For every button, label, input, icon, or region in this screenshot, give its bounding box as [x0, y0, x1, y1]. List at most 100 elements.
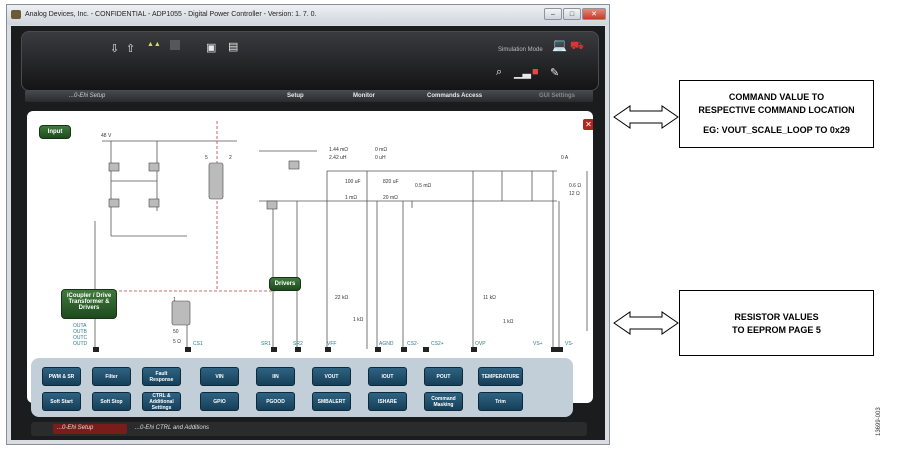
- connector-icon[interactable]: ⛟: [570, 40, 584, 52]
- callout-top-line3: EG: VOUT_SCALE_LOOP TO 0x29: [703, 125, 850, 135]
- cap1-label: 100 uF: [345, 179, 361, 185]
- icoupler-block[interactable]: iCoupler / Drive Transformer & Drivers: [61, 289, 117, 319]
- pin-outc: OUTC: [73, 335, 88, 341]
- document-icon[interactable]: ▣: [206, 42, 217, 54]
- ovp-resistor2-label[interactable]: 1 kΩ: [503, 319, 514, 325]
- pin-cs1: CS1: [193, 341, 203, 347]
- breadcrumb: ...0-Ehi Setup: [69, 93, 106, 99]
- load-current-label: 0 A: [561, 155, 569, 161]
- double-arrow-bottom-icon: [613, 311, 679, 335]
- filter-button[interactable]: Filter: [92, 367, 131, 386]
- upload-icon[interactable]: ⇧: [126, 43, 136, 55]
- epm-icon[interactable]: ▲▲: [147, 41, 161, 48]
- tab-gui-settings[interactable]: GUI Settings: [539, 93, 576, 99]
- app-icon: [11, 10, 21, 19]
- calculator-icon[interactable]: ▤: [228, 41, 239, 53]
- tx-turns-label: 1: [173, 297, 176, 303]
- status-current-highlight: [53, 424, 127, 434]
- load-resistance2-label: 12 Ω: [569, 191, 580, 197]
- pin-outd: OUTD: [73, 341, 88, 347]
- simulation-mode-label: Simulation Mode: [498, 47, 543, 53]
- pin-cs2-minus: CS2-: [407, 341, 419, 347]
- output-resistance-label: 0 mΩ: [375, 147, 388, 153]
- window-title: Analog Devices, Inc. - CONFIDENTIAL - AD…: [25, 11, 317, 18]
- pin-vs-plus: VS+: [533, 341, 543, 347]
- command-masking-button[interactable]: Command Masking: [424, 392, 463, 411]
- vff-resistor2-label[interactable]: 1 kΩ: [353, 317, 364, 323]
- toolbar: ⇩ ⇧ ▲▲ ▣ ▤ Simulation Mode 💻 ⛟ ⌕ ▁▃ ■ ✎: [21, 31, 599, 91]
- title-bar: Analog Devices, Inc. - CONFIDENTIAL - AD…: [7, 5, 609, 25]
- status-next-page[interactable]: ...0-Ehi CTRL and Additions: [135, 425, 210, 431]
- schematic-panel: Input Drivers iCoupler / Drive Transform…: [27, 111, 593, 403]
- download-icon[interactable]: ⇩: [110, 43, 120, 55]
- ovp-resistor-label[interactable]: 11 kΩ: [483, 295, 496, 301]
- minimize-button[interactable]: –: [544, 8, 562, 20]
- nav-tabs: ...0-Ehi Setup Setup Monitor Commands Ac…: [25, 90, 593, 102]
- inductor-resistance-label: 1.44 mΩ: [329, 147, 349, 153]
- status-bar: ...0-Ehi Setup ...0-Ehi CTRL and Additio…: [31, 422, 587, 436]
- pin-sr1: SR1: [261, 341, 271, 347]
- callout-resistor-values: RESISTOR VALUES TO EEPROM PAGE 5: [679, 290, 874, 356]
- shunt-label: 0.5 mΩ: [415, 183, 432, 189]
- cap2-label: 820 uF: [383, 179, 399, 185]
- output-inductance-label: 0 uH: [375, 155, 386, 161]
- chart-icon[interactable]: ▁▃: [514, 67, 531, 79]
- info-icon[interactable]: ■: [532, 66, 539, 78]
- tab-monitor[interactable]: Monitor: [353, 93, 375, 99]
- gpio-button[interactable]: GPIO: [200, 392, 239, 411]
- search-icon[interactable]: ⌕: [496, 66, 503, 78]
- trim-button[interactable]: Trim: [478, 392, 523, 411]
- cs1-resistor-label: 5 Ω: [173, 339, 181, 345]
- vout-button[interactable]: VOUT: [312, 367, 351, 386]
- smbalert-button[interactable]: SMBALERT: [312, 392, 351, 411]
- callout-bottom-line2: TO EEPROM PAGE 5: [732, 325, 821, 335]
- pgood-button[interactable]: PGOOD: [256, 392, 295, 411]
- status-current-page[interactable]: ...0-Ehi Setup: [57, 425, 94, 431]
- blank-icon[interactable]: [170, 40, 180, 50]
- close-window-button[interactable]: ✕: [582, 8, 606, 20]
- pen-icon[interactable]: ✎: [550, 67, 560, 79]
- app-body: ⇩ ⇧ ▲▲ ▣ ▤ Simulation Mode 💻 ⛟ ⌕ ▁▃ ■ ✎ …: [11, 26, 605, 440]
- pin-agnd: AGND: [379, 341, 394, 347]
- esr1-label: 1 mΩ: [345, 195, 358, 201]
- ishare-button[interactable]: ISHARE: [368, 392, 407, 411]
- callout-top-line2: RESPECTIVE COMMAND LOCATION: [698, 105, 855, 115]
- esr2-label: 20 mΩ: [383, 195, 398, 201]
- pin-sr2: SR2: [293, 341, 303, 347]
- input-voltage-label: 48 V: [101, 133, 112, 139]
- input-block[interactable]: Input: [39, 125, 71, 139]
- inductor-value-label: 2.42 uH: [329, 155, 347, 161]
- drivers-block[interactable]: Drivers: [269, 277, 301, 291]
- ctrl-additional-settings-button[interactable]: CTRL & Additional Settings: [142, 392, 181, 411]
- soft-stop-button[interactable]: Soft Stop: [92, 392, 131, 411]
- vin-button[interactable]: VIN: [200, 367, 239, 386]
- transformer-ratio-label: 2: [229, 155, 232, 161]
- laptop-icon[interactable]: 💻: [552, 38, 567, 52]
- iin-button[interactable]: IIN: [256, 367, 295, 386]
- function-button-tray: PWM & SR Filter Fault Response VIN IIN V…: [31, 358, 573, 417]
- pwm-sr-button[interactable]: PWM & SR: [42, 367, 81, 386]
- vff-resistor-label[interactable]: 22 kΩ: [335, 295, 349, 301]
- close-panel-button[interactable]: ✕: [583, 119, 593, 130]
- fault-response-button[interactable]: Fault Response: [142, 367, 181, 386]
- temperature-button[interactable]: TEMPERATURE: [478, 367, 523, 386]
- tab-commands-access[interactable]: Commands Access: [427, 93, 483, 99]
- iout-button[interactable]: IOUT: [368, 367, 407, 386]
- figure-id: 13699-003: [876, 407, 882, 436]
- pin-ovp: OVP: [475, 341, 486, 347]
- app-window: Analog Devices, Inc. - CONFIDENTIAL - AD…: [6, 4, 610, 445]
- soft-start-button[interactable]: Soft Start: [42, 392, 81, 411]
- tab-setup[interactable]: Setup: [287, 93, 304, 99]
- maximize-button[interactable]: □: [563, 8, 581, 20]
- pout-button[interactable]: POUT: [424, 367, 463, 386]
- pin-cs2-plus: CS2+: [431, 341, 444, 347]
- pin-vff: VFF: [327, 341, 337, 347]
- tx-ratio-label: 50: [173, 329, 179, 335]
- pin-outb: OUTB: [73, 329, 87, 335]
- transformer-turns-label: 5: [205, 155, 208, 161]
- callout-top-line1: COMMAND VALUE TO: [728, 92, 825, 102]
- schematic-wiring: [79, 121, 588, 352]
- pin-vs-minus: VS-: [565, 341, 574, 347]
- load-resistance-label: 0.6 Ω: [569, 183, 582, 189]
- pin-outa: OUTA: [73, 323, 87, 329]
